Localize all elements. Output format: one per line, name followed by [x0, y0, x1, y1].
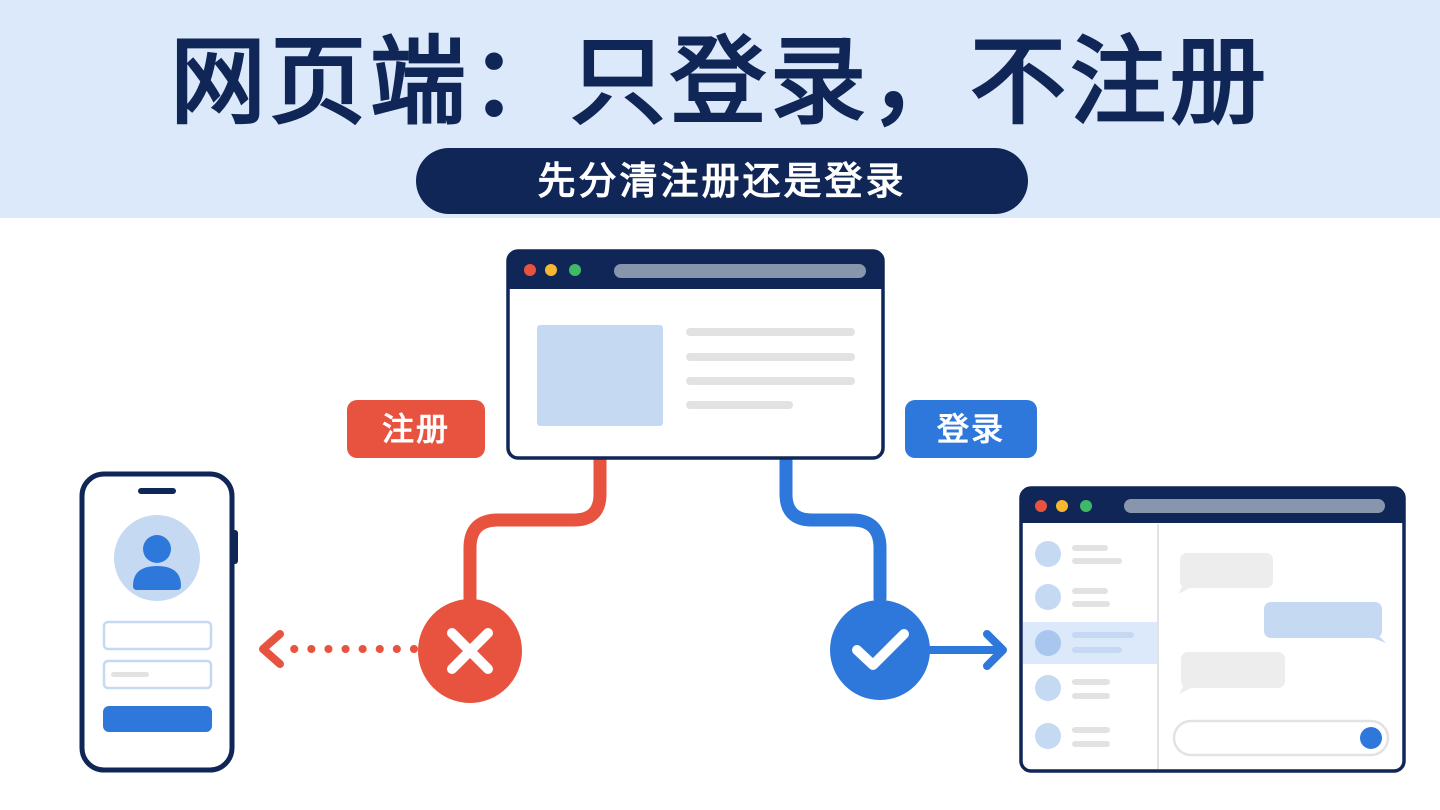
user-avatar-icon: [114, 515, 200, 601]
reject-arrow-head: [259, 630, 284, 668]
form-field: [102, 620, 213, 651]
subtitle-pill: 先分清注册还是登录: [416, 148, 1028, 214]
outgoing-message-bubble: [1264, 602, 1386, 643]
login-label: 登录: [905, 400, 1037, 458]
send-button: [1360, 727, 1382, 749]
page-title: 网页端：只登录，不注册: [170, 26, 1270, 138]
text-line: [686, 353, 855, 361]
address-bar: [1124, 499, 1385, 513]
window-dot-yellow: [1056, 500, 1068, 512]
text-line: [686, 401, 793, 409]
window-dot-green: [1080, 500, 1092, 512]
form-field: [102, 659, 213, 690]
image-placeholder: [537, 325, 663, 426]
contact-item: [1035, 675, 1110, 701]
check-icon: [830, 600, 930, 700]
phone-notch: [138, 488, 176, 494]
cross-icon: [418, 599, 522, 703]
chat-window: [1019, 486, 1406, 773]
window-dot-yellow: [545, 264, 557, 276]
message-input: [1172, 719, 1390, 757]
incoming-message-bubble: [1179, 652, 1285, 694]
window-dot-green: [569, 264, 581, 276]
incoming-message-bubble: [1178, 553, 1273, 594]
login-arrow-head: [983, 630, 1007, 670]
contact-item: [1035, 723, 1110, 749]
field-text-line: [111, 672, 149, 677]
register-connector: [463, 453, 607, 605]
contact-item: [1035, 541, 1122, 567]
form-submit-button: [103, 706, 212, 732]
center-browser-window: [506, 249, 885, 460]
login-connector: [779, 453, 887, 605]
contact-item: [1035, 584, 1110, 610]
text-line: [686, 328, 855, 336]
text-line: [686, 377, 855, 385]
window-dot-red: [1035, 500, 1047, 512]
register-label: 注册: [347, 400, 485, 458]
window-dot-red: [524, 264, 536, 276]
address-bar: [614, 264, 866, 278]
contact-item: [1035, 630, 1134, 656]
phone-registration: [79, 471, 238, 773]
